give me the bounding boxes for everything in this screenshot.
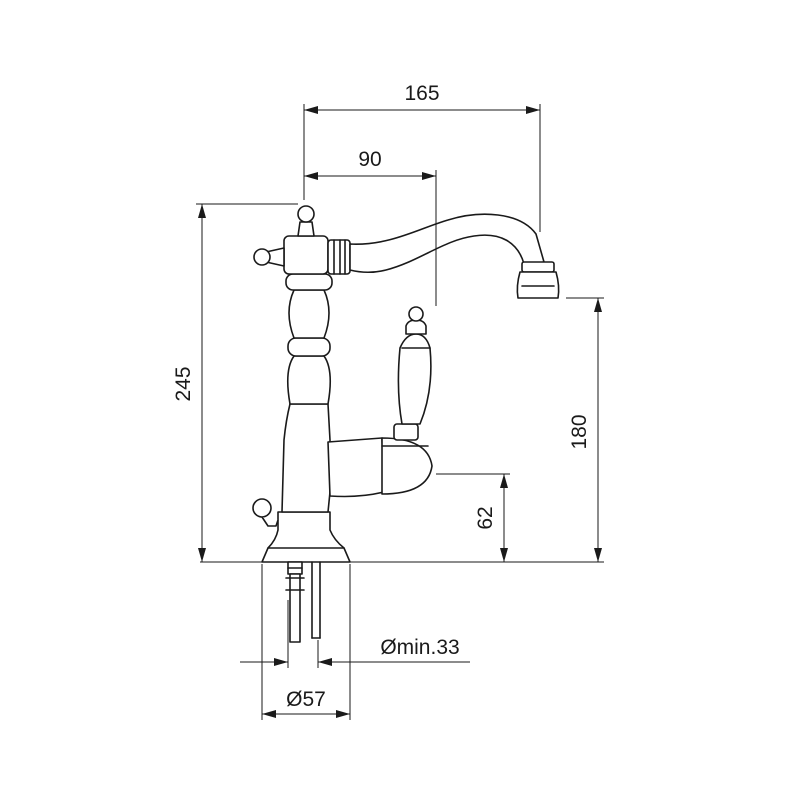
dimension-lever-height: 62 [474,506,497,529]
dimension-min-hole: Ømin.33 [380,636,459,659]
dimension-base-diameter: Ø57 [286,688,326,711]
dimension-handle-offset: 90 [358,148,381,171]
faucet-outline [200,205,560,643]
dimension-overall-reach: 165 [404,82,439,105]
dimension-overall-height: 245 [172,366,195,401]
dimension-spout-height: 180 [568,414,591,449]
dimension-lines [196,104,604,720]
